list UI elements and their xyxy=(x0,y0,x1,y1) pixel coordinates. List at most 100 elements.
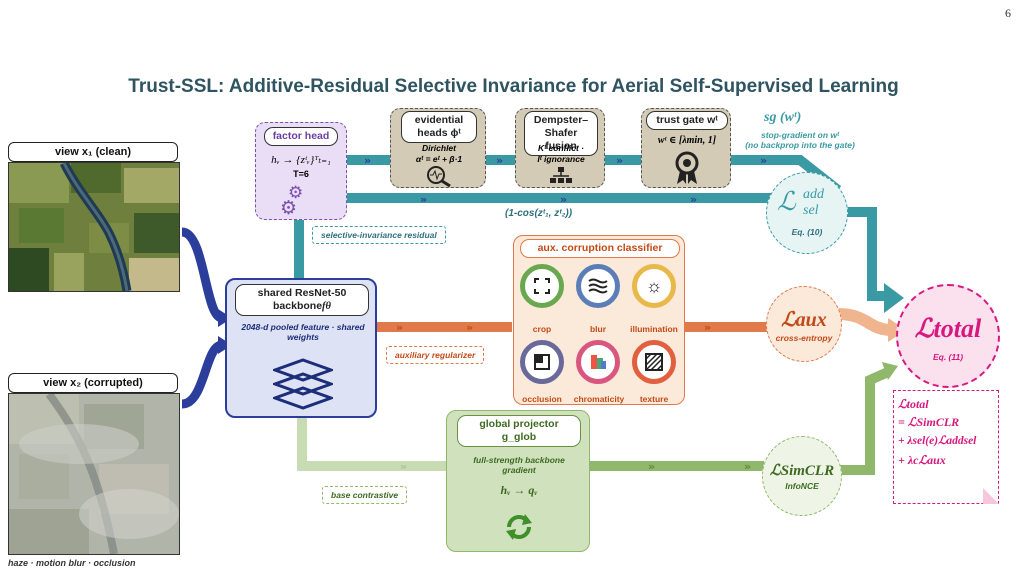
dempster-ignorance: Iᵗ ignorance xyxy=(537,154,585,164)
chevron-13: » xyxy=(744,460,751,473)
backbone-title: shared ResNet-50 backbonefθ xyxy=(235,284,369,316)
corruption-caption: haze · motion blur · occlusion xyxy=(8,558,136,568)
aux-to-total-band xyxy=(837,308,893,336)
loss-sel-subscript: sel xyxy=(803,203,819,218)
cosine-label: (1-cos(zᵗ₁, zᵗ₂)) xyxy=(505,208,573,219)
selective-residual-note: selective-invariance residual xyxy=(312,226,446,244)
aux-item-crop: crop xyxy=(532,324,552,334)
diagram-title: Trust-SSL: Additive-Residual Selective I… xyxy=(128,76,899,97)
loss-sel-circle: ℒ add sel Eq. (10) xyxy=(766,172,848,254)
total-eq-line1: ℒtotal xyxy=(898,397,929,411)
sun-icon: ☼ xyxy=(632,264,676,308)
loss-sel-eq: Eq. (10) xyxy=(791,227,823,237)
aux-item-illumination: illumination xyxy=(630,324,678,334)
evidential-title: evidential heads ϕᵗ xyxy=(401,111,477,143)
projector-box: global projector g_glob full-strength ba… xyxy=(446,410,590,552)
loss-total-eq: Eq. (11) xyxy=(932,352,964,362)
projector-to-simclr-band xyxy=(588,461,764,471)
loss-simclr-note: InfoNCE xyxy=(785,481,819,491)
evidential-dirichlet: Dirichlet xyxy=(421,143,456,153)
chevron-7: » xyxy=(690,193,697,206)
chevron-8: » xyxy=(396,321,403,334)
loss-sel-symbol: ℒ xyxy=(777,187,796,216)
stop-gradient-label: sg (wᵗ) xyxy=(764,110,802,125)
page-fold xyxy=(983,488,999,504)
aux-classifier-title: aux. corruption classifier xyxy=(520,239,680,258)
loss-aux-note: cross-entropy xyxy=(775,333,833,343)
chevron-9: » xyxy=(466,321,473,334)
projector-formula: hᵥ → qᵥ xyxy=(500,483,538,497)
chevron-5: » xyxy=(420,193,427,206)
loss-total-symbol: ℒtotal xyxy=(914,314,982,343)
base-contrastive-note: base contrastive xyxy=(322,486,408,504)
aux-regularizer-note: auxiliary regularizer xyxy=(386,346,485,364)
chevron-4: » xyxy=(760,154,767,167)
gear-icon: ⚙ xyxy=(288,183,304,202)
factor-to-evidential-band xyxy=(346,155,390,165)
backbone-description: 2048-d pooled feature · shared weights xyxy=(241,322,365,342)
evidential-heads-box: evidential heads ϕᵗ Dirichlet αᵗ = eᵗ + … xyxy=(390,108,486,188)
projector-title: global projector g_glob xyxy=(457,415,581,447)
aux-item-blur: blur xyxy=(589,324,607,334)
loss-aux-circle: ℒaux cross-entropy xyxy=(766,286,842,362)
loss-aux-symbol: ℒaux xyxy=(781,309,827,331)
chevron-1: » xyxy=(364,154,371,167)
layers-icon xyxy=(273,358,333,410)
page-number: 6 xyxy=(1005,6,1011,20)
factor-head-title: factor head xyxy=(264,127,338,146)
aux-band-left xyxy=(362,322,512,332)
crop-icon xyxy=(520,264,564,308)
texture-icon xyxy=(632,340,676,384)
aux-classifier-box: aux. corruption classifier ☼ crop blur i… xyxy=(513,235,685,405)
aux-item-occlusion: occlusion xyxy=(522,394,562,404)
dempster-shafer-box: Dempster– Shafer fusion Kᵗ conflict · Iᵗ… xyxy=(515,108,605,188)
aerial-image-corrupted xyxy=(8,393,180,555)
aux-item-chromaticity: chromaticity xyxy=(573,394,625,404)
hierarchy-icon xyxy=(550,167,572,183)
total-eq-line2: = ℒSimCLR xyxy=(898,415,960,429)
view-clean-label: view x₁ (clean) xyxy=(8,142,178,162)
view-corrupted-label: view x₂ (corrupted) xyxy=(8,373,178,393)
dempster-title: Dempster– Shafer fusion xyxy=(524,111,598,156)
chevron-3: » xyxy=(616,154,623,167)
blur-icon xyxy=(576,264,620,308)
total-eq-line3: + λsel(e)ℒaddsel xyxy=(898,435,977,447)
chevron-12: » xyxy=(648,460,655,473)
backbone-box: shared ResNet-50 backbonefθ 2048-d poole… xyxy=(225,278,377,418)
award-icon xyxy=(675,151,699,184)
loss-simclr-symbol: ℒSimCLR xyxy=(769,463,835,479)
sync-icon xyxy=(506,514,532,540)
trust-gate-formula: wᵗ ∈ [λmin, 1] xyxy=(657,135,717,146)
loss-sel-superscript: add xyxy=(803,187,824,202)
factor-head-formula: hᵥ → {zᵗᵥ}ᵀₜ₌₁ xyxy=(271,154,331,166)
factor-head-box: factor head hᵥ → {zᵗᵥ}ᵀₜ₌₁ T=6 ⚙ ⚙ xyxy=(255,122,347,220)
stop-gradient-note: stop-gradient on wᵗ (no backprop into th… xyxy=(745,130,855,150)
chevron-11: » xyxy=(400,460,407,473)
sel-to-total-band xyxy=(845,207,888,301)
view2-to-backbone-arrow xyxy=(180,340,224,409)
evidential-alpha: αᵗ = eᵗ + β·1 xyxy=(415,154,463,164)
chevron-6: » xyxy=(560,193,567,206)
chevron-2: » xyxy=(496,154,503,167)
trust-gate-title: trust gate wᵗ xyxy=(646,111,728,130)
chevron-10: » xyxy=(704,321,711,334)
gear-icon: ⚙ xyxy=(280,198,298,219)
view1-to-backbone-arrow xyxy=(180,227,224,323)
simclr-to-total-band xyxy=(840,367,891,475)
trust-gate-box: trust gate wᵗ wᵗ ∈ [λmin, 1] xyxy=(641,108,731,188)
loss-simclr-circle: ℒSimCLR InfoNCE xyxy=(762,436,842,516)
palette-icon xyxy=(576,340,620,384)
occlusion-icon xyxy=(520,340,564,384)
aerial-image-clean xyxy=(8,162,180,292)
evidential-to-dempster-band xyxy=(486,155,516,165)
projector-desc: full-strength backbone gradient xyxy=(473,455,565,475)
magnifier-icon xyxy=(427,166,451,187)
dempster-to-gate-band xyxy=(605,155,641,165)
dempster-conflict: Kᵗ conflict · xyxy=(538,143,584,153)
total-eq-line4: + λcℒaux xyxy=(898,453,946,467)
loss-total-circle: ℒtotal Eq. (11) xyxy=(896,284,1000,388)
aux-item-texture: texture xyxy=(639,394,669,404)
backbone-to-factor-band xyxy=(294,220,304,280)
aux-band-right xyxy=(684,322,768,332)
factor-head-t: T=6 xyxy=(293,169,309,179)
